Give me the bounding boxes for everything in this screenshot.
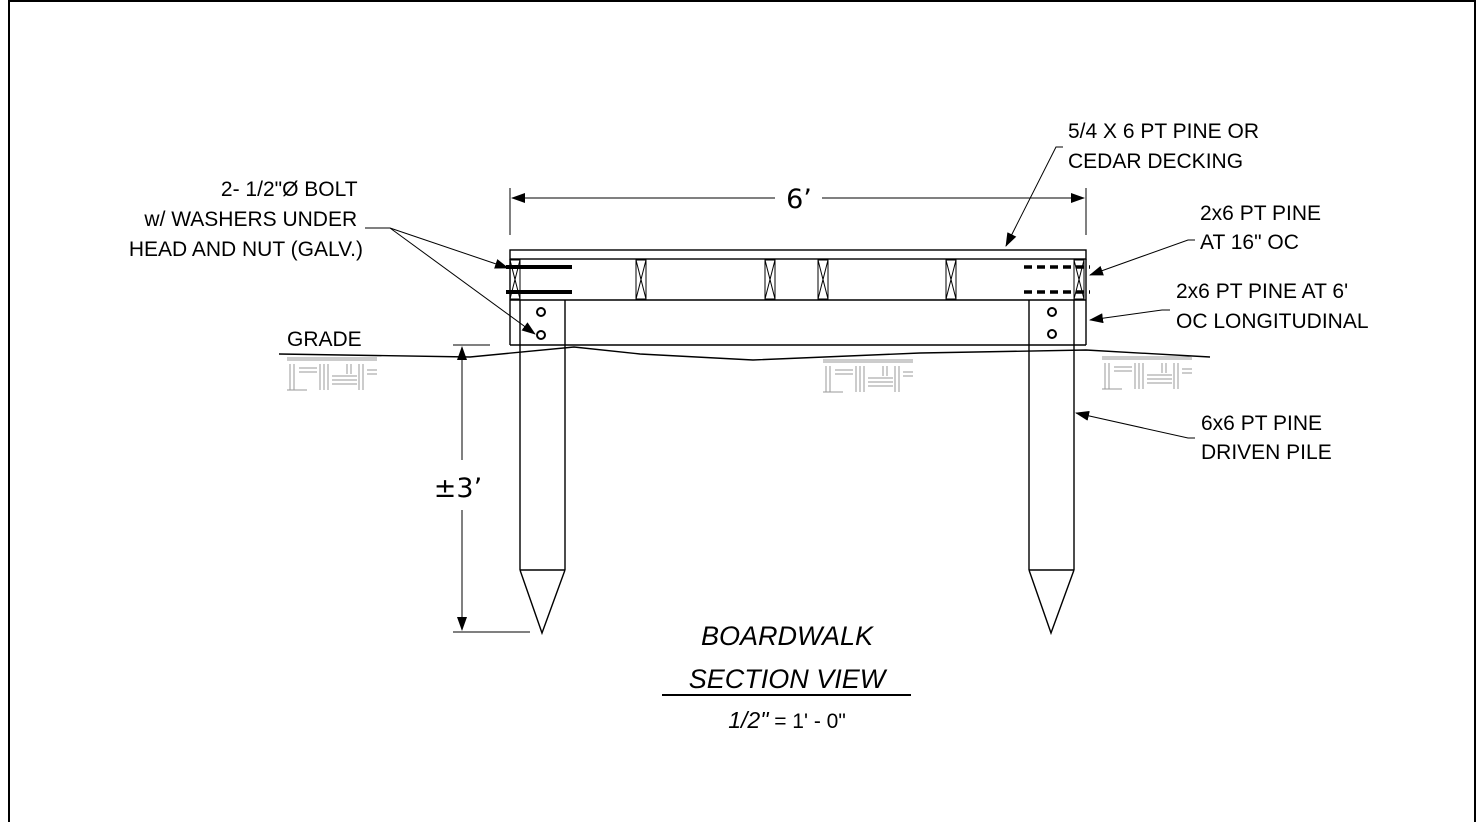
beam-layer: [509, 300, 1087, 346]
leader-lines: [365, 146, 1195, 439]
pile-right: [1028, 300, 1075, 636]
pile-left: [519, 300, 566, 636]
grade-line: [278, 346, 1211, 361]
title-line-2: SECTION VIEW: [689, 664, 888, 694]
bolt-label: 2- 1/2"Ø BOLT w/ WASHERS UNDER HEAD AND …: [129, 178, 363, 261]
soil-hatch-right: [1102, 356, 1192, 390]
title-line-1: BOARDWALK: [701, 621, 874, 651]
joist-label: 2x6 PT PINE AT 16" OC: [1200, 202, 1327, 254]
joist-1: [635, 259, 647, 300]
bolt-hole: [536, 307, 546, 317]
depth-dimension: ±3’: [434, 344, 530, 633]
grade-label: GRADE: [287, 328, 362, 351]
width-dimension: 6’: [509, 184, 1087, 235]
bolt-hole: [536, 330, 546, 340]
depth-dimension-text: ±3’: [434, 473, 482, 504]
sheet-border: [8, 0, 1476, 822]
drawing-title: BOARDWALK SECTION VIEW 1/2" = 1' - 0": [662, 621, 911, 733]
drawing-scale: 1/2" = 1' - 0": [728, 707, 846, 733]
bolt-hole: [1047, 307, 1057, 317]
pile-label: 6x6 PT PINE DRIVEN PILE: [1201, 412, 1332, 464]
beam-label: 2x6 PT PINE AT 6' OC LONGITUDINAL: [1176, 280, 1369, 333]
joist-bolts-right-hidden: [1024, 265, 1090, 294]
joist-2: [764, 259, 776, 300]
joist-3: [817, 259, 829, 300]
joist-4: [945, 259, 957, 300]
soil-hatch-left: [287, 357, 377, 391]
joist-layer: [506, 259, 1090, 301]
width-dimension-text: 6’: [786, 184, 812, 215]
soil-hatch-middle: [823, 359, 913, 393]
decking-label: 5/4 X 6 PT PINE OR CEDAR DECKING: [1068, 120, 1265, 173]
bolt-hole: [1047, 329, 1057, 339]
joist-bolts-left: [506, 265, 572, 294]
decking-board: [509, 249, 1087, 260]
